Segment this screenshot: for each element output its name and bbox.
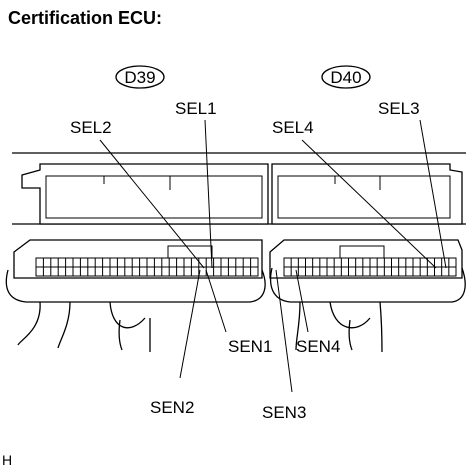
leader-lines (99, 119, 447, 393)
harness-connector-d40 (269, 239, 466, 353)
label-sen3: SEN3 (262, 403, 306, 422)
label-sen2: SEN2 (150, 398, 194, 417)
harness-connector-d39 (5, 239, 266, 352)
label-sel1: SEL1 (175, 99, 217, 118)
label-sen1: SEN1 (228, 337, 272, 356)
figure-code: H (2, 452, 13, 468)
connector-code-d39: D39 (115, 65, 165, 89)
connector-code-d40-label: D40 (330, 68, 361, 87)
connector-code-d40: D40 (321, 65, 371, 89)
label-sel2: SEL2 (70, 118, 112, 137)
connector-code-d39-label: D39 (124, 68, 155, 87)
label-sel3: SEL3 (378, 99, 420, 118)
label-sel4: SEL4 (272, 118, 314, 137)
label-sen4: SEN4 (296, 337, 340, 356)
diagram-title: Certification ECU: (8, 8, 163, 28)
upper-connector-shell (21, 163, 463, 225)
